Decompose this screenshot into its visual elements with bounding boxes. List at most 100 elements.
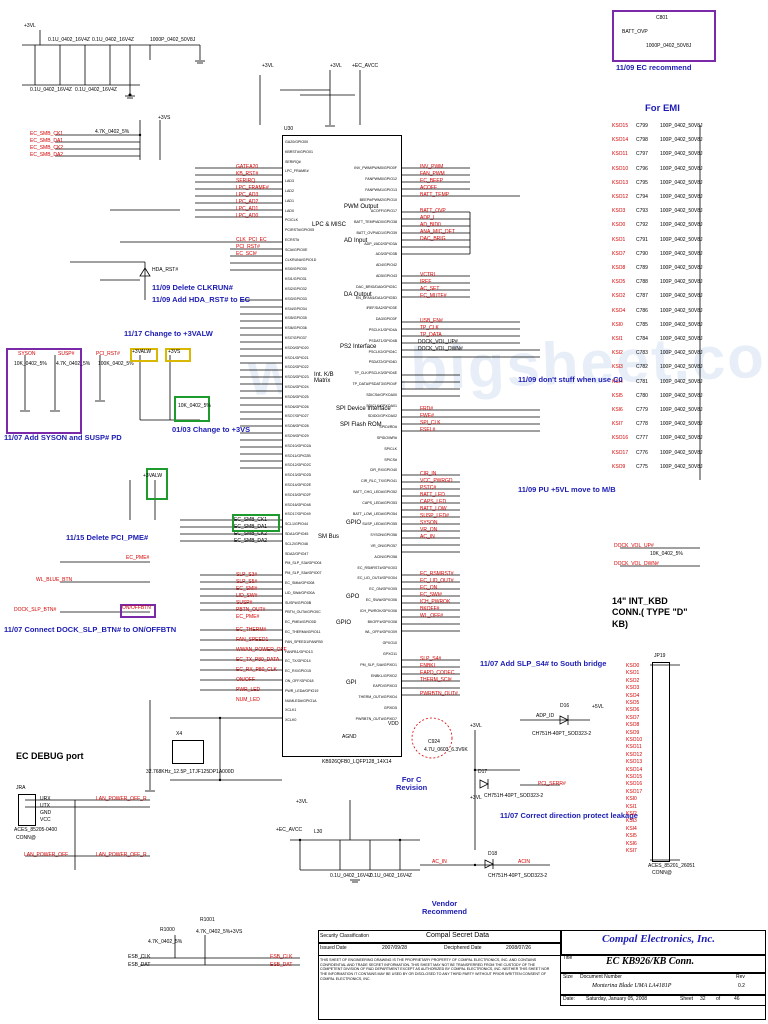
chip-left-pin: LPC_FRAME#: [285, 169, 309, 174]
batt-ovp-label: BATT_OVP: [622, 29, 648, 35]
section-kb-matrix: Int. K/B Matrix: [314, 372, 334, 384]
3valw-tag: +3VALW: [132, 349, 152, 355]
diode-d16-part: CH751H-40PT_SOD323-2: [532, 731, 592, 737]
debug-pin-4: VCC: [40, 817, 51, 823]
diode-d18-part: CH751H-40PT_SOD323-2: [488, 873, 548, 879]
debug-pin-2: UTX: [40, 803, 50, 809]
chip-left-pin: KSO4/GPIO24: [285, 385, 309, 389]
kbd-pin-label: KSI6: [626, 840, 637, 847]
emi-cap-value: 100P_0402_50V8J: [660, 123, 703, 129]
kbd-pin-label: KSI7: [626, 848, 637, 854]
chip-left-pin: EC_PME#/GPIO0D: [285, 620, 317, 625]
right-signal-label: BATT_OVP: [420, 208, 446, 214]
title-block-company-cell: [560, 930, 766, 956]
chip-left-pin: EC_TX/GPIO14: [285, 659, 311, 664]
chip-left-pin: GA20/GPIO00: [285, 140, 309, 144]
adp-id-label: ADP_ID: [536, 713, 555, 719]
left-signal-label: LPC_AD0: [236, 213, 259, 219]
company-name: Compal Electronics, Inc.: [602, 933, 716, 945]
right-signal-label: BATT_LOW: [420, 506, 447, 512]
for-emi-title: For EMI: [645, 103, 680, 114]
title-block-date-row: [318, 942, 562, 956]
emi-cap-ref: C785: [636, 321, 648, 328]
emi-net-label: KSO10: [612, 165, 629, 172]
emi-cap-ref: C780: [636, 392, 648, 399]
chip-right-pin: PSCLK1/GPIO4A: [368, 328, 397, 332]
emi-cap-ref: C789: [636, 265, 648, 271]
ac-in-tag: AC_IN: [432, 859, 447, 865]
of-label: of: [716, 996, 721, 1002]
kbd-pin-label: KSO5: [626, 700, 640, 706]
chip-left-pin: KSI5/GPIO35: [285, 316, 307, 321]
right-signal-label: CIR_IN: [420, 471, 437, 477]
chip-left-pin: SCL1/GPIO44: [285, 522, 308, 527]
chip-right-pin: DA3/GPIO3F: [375, 317, 397, 322]
diode-d17: D17: [478, 769, 488, 775]
chip-left-pin: PM_SLP_S3#/GPIO04: [285, 561, 322, 566]
right-signal-label: VCC_PWRGD: [420, 478, 453, 484]
note-correct-direction: 11/07 Correct direction protect leakage: [500, 811, 638, 820]
emi-net-label: KSO13: [612, 179, 629, 186]
ec-recommend-box: [612, 10, 716, 62]
chip-right-pin: EC_LID_OUT#/GPXO04: [357, 576, 397, 581]
susp-tag: SUSP#: [58, 351, 75, 357]
right-signal-label: BATT_LED: [420, 492, 445, 498]
crystal-block: [172, 740, 204, 764]
chip-right-pin: AD3/GPIO3B: [375, 252, 397, 257]
chip-right-pin: IREF/DA2/GPIO3E: [366, 306, 397, 311]
chip-right-pin: GPXID5: [383, 706, 397, 710]
right-signal-label: FRD#: [420, 406, 434, 412]
emi-net-label: KSO8: [612, 265, 626, 271]
rail-ec-avcc-top: +EC_AVCC: [352, 63, 379, 69]
chip-left-pin: KSO2/GPIO22: [285, 365, 309, 370]
cap-value-bottom-2: 0.1U_0402_16V4Z: [75, 87, 117, 93]
chip-left-pin: CLKRUN#/GPIO1D: [285, 257, 317, 262]
bottom-cap-val-2: 0.1U_0402_16V4Z: [370, 873, 412, 879]
deciphered-label: Deciphered Date: [444, 945, 482, 951]
date-label: Date:: [563, 996, 575, 1002]
esb-res-1: 4.7K_0402_5%: [148, 939, 183, 945]
cap-value-top-2: 0.1U_0402_16V4Z: [92, 37, 134, 43]
emi-net-label: KSO16: [612, 435, 629, 442]
section-lpc-misc: LPC & MISC: [312, 222, 347, 228]
chip-right-pin: CIR_RLC_TX/GPIO41: [361, 479, 397, 484]
emi-cap-ref: C794: [636, 194, 648, 200]
chip-right-pin: SYSON/GPIO56: [370, 533, 397, 538]
emi-cap-ref: C792: [636, 222, 648, 229]
left-signal-label: CLK_PCI_EC: [236, 237, 267, 243]
kbd-pin-label: KSO13: [626, 759, 643, 766]
chip-right-pin: BATT_OVP/AD1/GPIO39: [356, 230, 397, 235]
chip-right-pin: ICH_PWROK/GPXO06: [359, 608, 397, 613]
chip-left-pin: LAD0: [285, 208, 294, 213]
emi-net-label: KSO9: [612, 463, 626, 470]
rail-3vl-chip: +3VL: [262, 63, 274, 69]
emi-cap-value: 100P_0402_50V8J: [660, 392, 703, 399]
emi-cap-value: 100P_0402_50V8J: [660, 250, 703, 257]
of-value: 46: [734, 996, 740, 1002]
note-add-syson: 11/07 Add SYSON and SUSP# PD: [4, 433, 122, 442]
chip-right-pin: EC_RSMRST#/GPXO03: [357, 565, 397, 570]
on-off-btn-tag: ON/OFFBTN: [122, 605, 151, 611]
emi-net-label: KSO0: [612, 222, 626, 229]
chip-left-pin: SERIRQ#: [285, 159, 301, 164]
chip-left-pin: PM_SLP_S5#/GPIO07: [285, 571, 322, 576]
rail-3vl-lower: +3VL: [470, 723, 482, 729]
right-signal-label: BATT_TEMP: [420, 192, 450, 198]
chip-right-pin: PSCLK2/GPIO4C: [368, 349, 397, 354]
left-signal-label: EC_SCI#: [236, 251, 257, 257]
right-signal-label: EC_SWI#: [420, 592, 442, 598]
kbd-pin-label: KSO4: [626, 692, 640, 699]
size-label: Size: [563, 974, 573, 980]
left-signal-label: EC_TX_P80_DATA: [236, 657, 280, 663]
doc-label: Document Number: [580, 974, 622, 980]
left-signal-label: LPC_AD2: [236, 199, 259, 205]
chip-vdd: VDD: [388, 721, 399, 727]
emi-net-label: KSO11: [612, 151, 628, 158]
right-signal-label: SYSON: [420, 520, 438, 526]
section-spi-flash: SPI Flash ROM: [340, 422, 382, 428]
dock-slp-btn-tag: DOCK_SLP_BTN#: [14, 607, 57, 613]
sheet-value: 32: [700, 996, 706, 1002]
crystal-ref: X4: [176, 731, 183, 737]
emi-cap-value: 100P_0402_50V8J: [660, 307, 703, 314]
kbd-pin-label: KSO12: [626, 751, 643, 758]
